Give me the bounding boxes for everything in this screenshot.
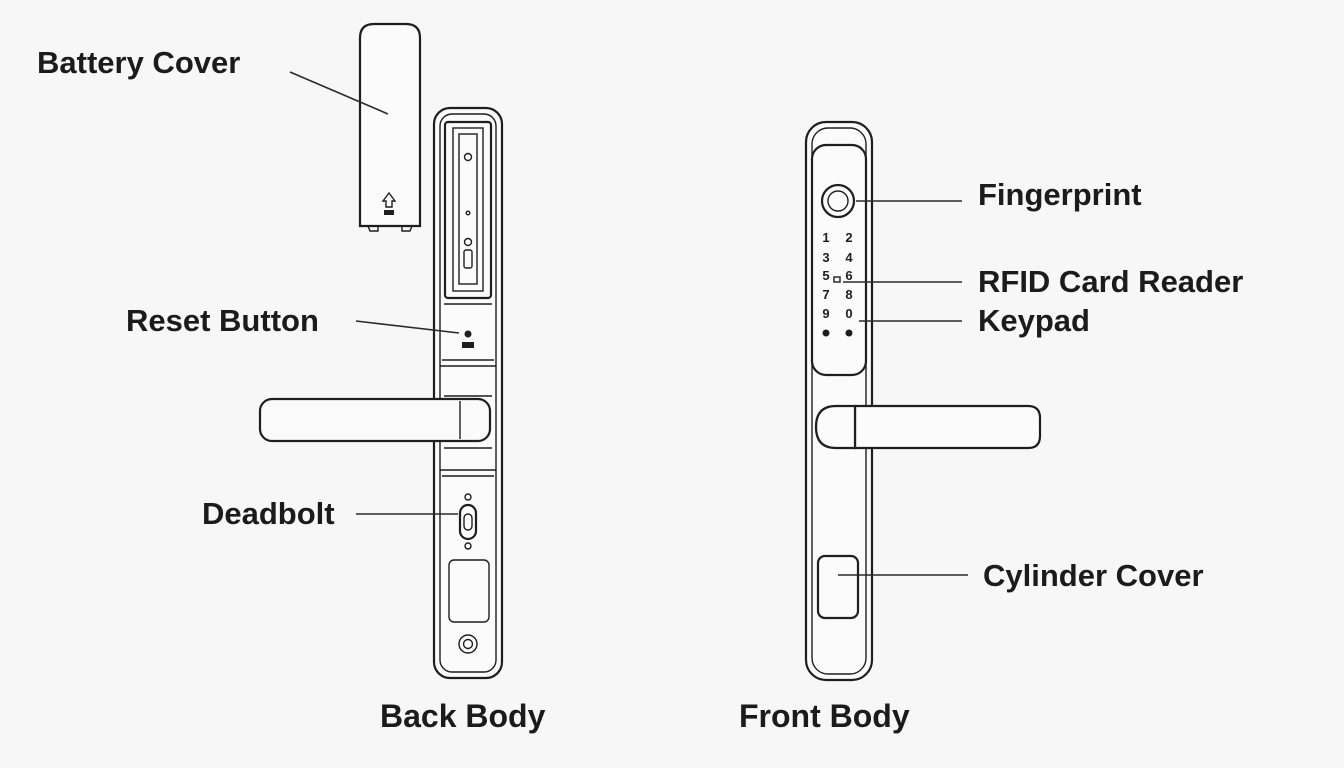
- battery-cover-part: [358, 22, 422, 232]
- key-9: 9: [822, 306, 829, 321]
- cylinder-cover-label: Cylinder Cover: [983, 558, 1204, 593]
- back-handle-part: [258, 397, 492, 443]
- reset-button-label: Reset Button: [126, 303, 319, 338]
- front-body-part: 1 2 3 4 5 6 7 8 9 0: [804, 120, 874, 682]
- fingerprint-label: Fingerprint: [978, 177, 1142, 212]
- deadbolt-part: [458, 493, 478, 550]
- key-0: 0: [845, 306, 852, 321]
- reset-button-part: [462, 330, 474, 348]
- up-arrow-icon: [381, 191, 397, 215]
- key-5: 5: [822, 268, 829, 283]
- back-body-part: [432, 106, 504, 680]
- key-8: 8: [845, 287, 852, 302]
- front-body-caption: Front Body: [739, 698, 910, 734]
- deadbolt-label: Deadbolt: [202, 496, 335, 531]
- key-4: 4: [845, 250, 853, 265]
- keypad-label: Keypad: [978, 303, 1090, 338]
- key-3: 3: [822, 250, 829, 265]
- key-7: 7: [822, 287, 829, 302]
- leader-lines: [289, 71, 968, 576]
- key-2: 2: [845, 230, 852, 245]
- rfid-card-reader-label: RFID Card Reader: [978, 264, 1244, 299]
- back-body-caption: Back Body: [380, 698, 546, 734]
- rfid-reader-part: [833, 276, 841, 283]
- key-1: 1: [822, 230, 829, 245]
- keypad-keys: 1 2 3 4 5 6 7 8 9 0: [822, 230, 853, 337]
- key-6: 6: [845, 268, 852, 283]
- fingerprint-sensor-part: [820, 183, 856, 219]
- battery-cover-label: Battery Cover: [37, 45, 241, 80]
- cylinder-cover-part: [816, 554, 860, 620]
- front-handle-part: [814, 404, 1042, 450]
